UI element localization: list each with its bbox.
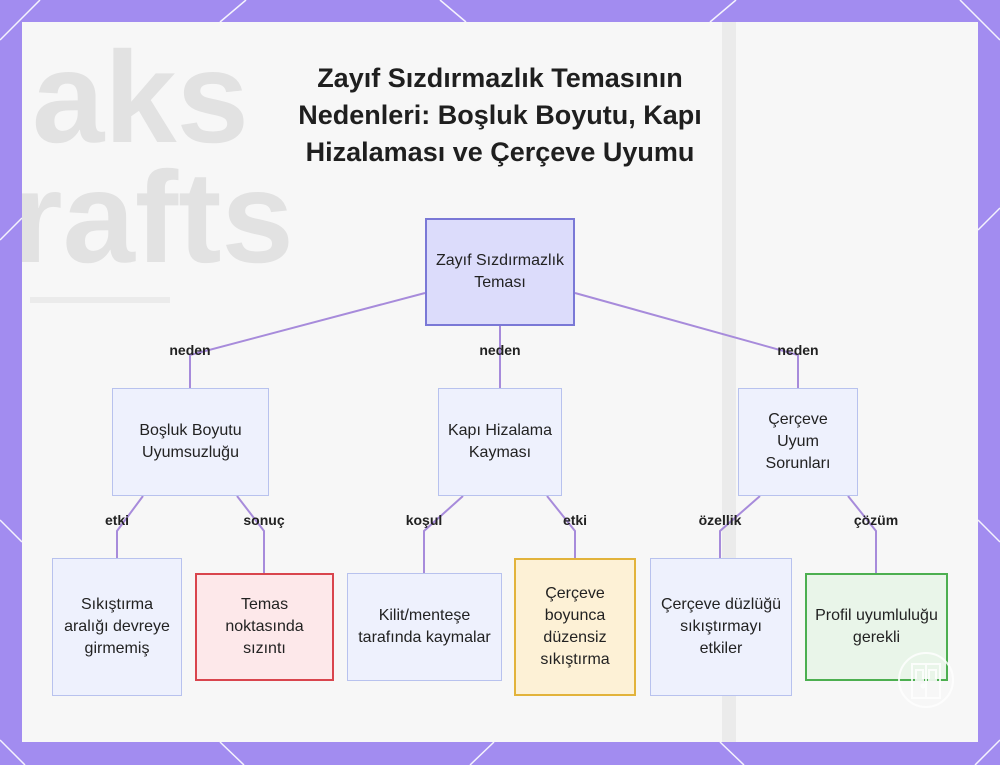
edge-frame-feature [719, 495, 761, 558]
title-line-1: Zayıf Sızdırmazlık Temasının [317, 63, 683, 93]
edge-door-effect [546, 495, 576, 558]
background-word-2: rafts [22, 144, 294, 290]
edge-label-door-effect: etki [562, 512, 588, 528]
edge-label-door-condition: koşul [405, 512, 443, 528]
door-logo-icon [898, 652, 954, 708]
node-gap-result: Temas noktasında sızıntı [195, 573, 334, 681]
edge-root-frame [574, 292, 799, 388]
edge-gap-effect [116, 495, 144, 558]
node-door-alignment: Kapı Hizalama Kayması [438, 388, 562, 496]
edge-label-root-frame: neden [777, 342, 819, 358]
edge-label-frame-feature: özellik [698, 512, 742, 528]
edge-gap-result [236, 495, 265, 573]
edge-frame-solution [847, 495, 877, 573]
edge-label-gap-effect: etki [104, 512, 130, 528]
node-door-condition: Kilit/menteşe tarafında kaymalar [347, 573, 502, 681]
edge-label-root-gap: neden [169, 342, 211, 358]
title-line-2: Nedenleri: Boşluk Boyutu, Kapı [298, 100, 702, 130]
node-frame-fit: Çerçeve Uyum Sorunları [738, 388, 858, 496]
edge-label-gap-result: sonuç [243, 512, 285, 528]
edge-label-root-door: neden [479, 342, 521, 358]
edge-door-condition [423, 495, 464, 573]
node-door-effect: Çerçeve boyunca düzensiz sıkıştırma [514, 558, 636, 696]
node-gap-effect: Sıkıştırma aralığı devreye girmemiş [52, 558, 182, 696]
node-frame-feature: Çerçeve düzlüğü sıkıştırmayı etkiler [650, 558, 792, 696]
node-root: Zayıf Sızdırmazlık Teması [425, 218, 575, 326]
background-word-1: aks [32, 24, 249, 170]
edge-label-frame-solution: çözüm [853, 512, 899, 528]
node-gap-size: Boşluk Boyutu Uyumsuzluğu [112, 388, 269, 496]
edge-root-gap [189, 292, 426, 388]
title-line-3: Hizalaması ve Çerçeve Uyumu [305, 137, 695, 167]
background-line [30, 297, 170, 303]
diagram-title: Zayıf Sızdırmazlık Temasının Nedenleri: … [0, 60, 1000, 171]
